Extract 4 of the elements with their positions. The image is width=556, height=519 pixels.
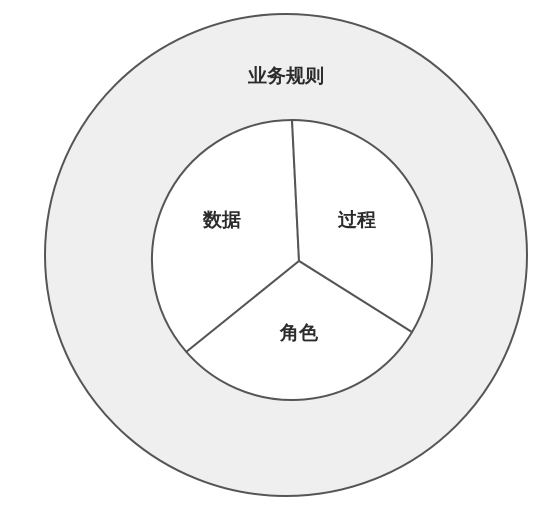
- ring-label: 业务规则: [248, 66, 324, 88]
- sector-label: 数据: [203, 210, 241, 232]
- sector-label: 过程: [338, 210, 376, 232]
- sector-label: 角色: [280, 323, 318, 345]
